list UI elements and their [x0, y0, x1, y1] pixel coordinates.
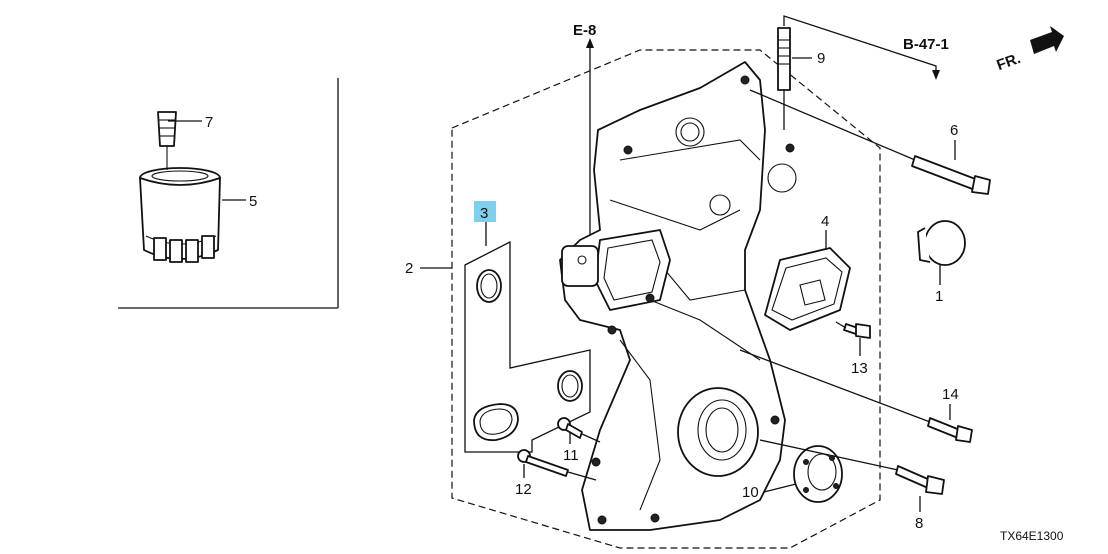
leader-lines [168, 57, 956, 512]
callout-11: 11 [563, 447, 579, 464]
bolt-12-drawing [517, 449, 597, 481]
front-arrow-icon [1030, 26, 1064, 54]
callout-12: 12 [515, 481, 532, 498]
callout-6: 6 [950, 122, 958, 139]
callout-13: 13 [851, 360, 868, 377]
cover-outline [451, 49, 881, 549]
front-label: FR. [994, 50, 1023, 74]
callout-9: 9 [817, 50, 825, 67]
reference-b47-1: B-47-1 [903, 36, 949, 53]
callout-7: 7 [205, 114, 213, 131]
oil-filter-inset [118, 78, 339, 309]
callout-8: 8 [915, 515, 923, 532]
callout-4: 4 [821, 213, 829, 230]
bolt-14-drawing [739, 349, 973, 443]
reference-e8: E-8 [573, 22, 596, 39]
bolt-6-drawing [749, 89, 991, 195]
bolt-11-drawing [557, 417, 601, 443]
callout-1: 1 [935, 288, 943, 305]
stud-bolt-drawing [777, 27, 791, 130]
callout-10: 10 [742, 484, 759, 501]
callout-5: 5 [249, 193, 257, 210]
diagram-code: TX64E1300 [1000, 529, 1064, 543]
cover-plate-drawing [764, 247, 851, 331]
callout-3: 3 [480, 205, 488, 222]
oval-gasket [473, 403, 519, 442]
callout-2: 2 [405, 260, 413, 277]
bolt-8-drawing [759, 439, 945, 495]
gasket-kit-bracket [464, 240, 591, 453]
bolt-13-drawing [835, 321, 871, 339]
cap-drawing [917, 220, 966, 266]
oil-filter-drawing [139, 167, 221, 263]
o-ring-upper [476, 269, 502, 303]
o-ring-middle [557, 370, 583, 402]
callout-3-highlight [474, 201, 496, 222]
oil-seal-drawing [793, 445, 843, 503]
callout-14: 14 [942, 386, 959, 403]
e8-reference-arrow [586, 38, 594, 235]
b47-reference-arrow [783, 15, 940, 80]
filter-stud-drawing [157, 111, 177, 170]
chain-case-cover-drawing [559, 61, 797, 531]
